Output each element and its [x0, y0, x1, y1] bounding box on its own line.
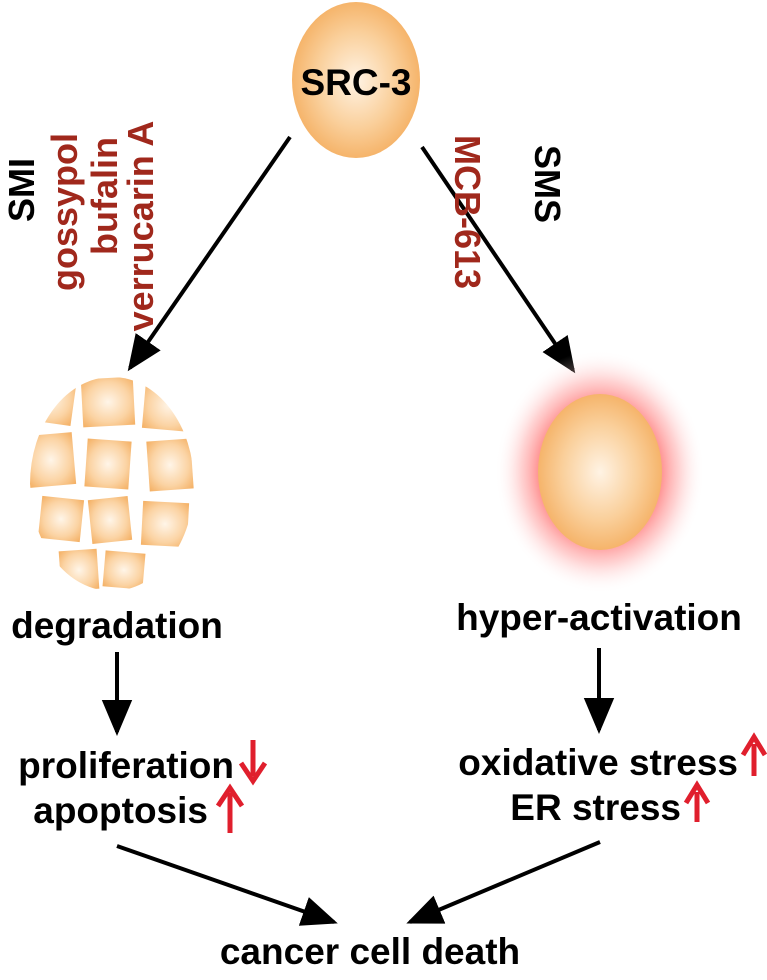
smi-label: SMI [1, 158, 42, 222]
drug-mcb-613: MCB-613 [447, 135, 488, 289]
degradation-label: degradation [11, 605, 223, 646]
drug-verrucarin-a: verrucarin A [120, 121, 161, 332]
up-arrow-icon [740, 732, 767, 776]
activated-protein-shape [538, 394, 662, 550]
proliferation-label: proliferation [18, 745, 234, 786]
left-convergence-arrow [116, 844, 338, 926]
up-arrow-icon [683, 780, 711, 822]
up-arrow-icon [215, 783, 245, 833]
drug-gossypol: gossypol [44, 133, 85, 291]
sms-label: SMS [527, 145, 568, 223]
degraded-protein-shape [30, 377, 194, 591]
src3-protein-shape [292, 2, 420, 158]
oxidative-stress-label: oxidative stress [458, 742, 738, 783]
cancer-cell-death-label: cancer cell death [220, 931, 520, 972]
right-branch-arrow [420, 145, 576, 374]
right-convergence-arrow [406, 840, 601, 924]
drug-bufalin: bufalin [84, 137, 125, 255]
src3-label: SRC-3 [300, 62, 411, 103]
apoptosis-label: apoptosis [33, 790, 208, 831]
left-branch-arrow [127, 135, 292, 372]
hyper-activation-label: hyper-activation [456, 597, 742, 638]
er-stress-label: ER stress [510, 787, 681, 828]
down-arrow-icon [238, 740, 268, 786]
